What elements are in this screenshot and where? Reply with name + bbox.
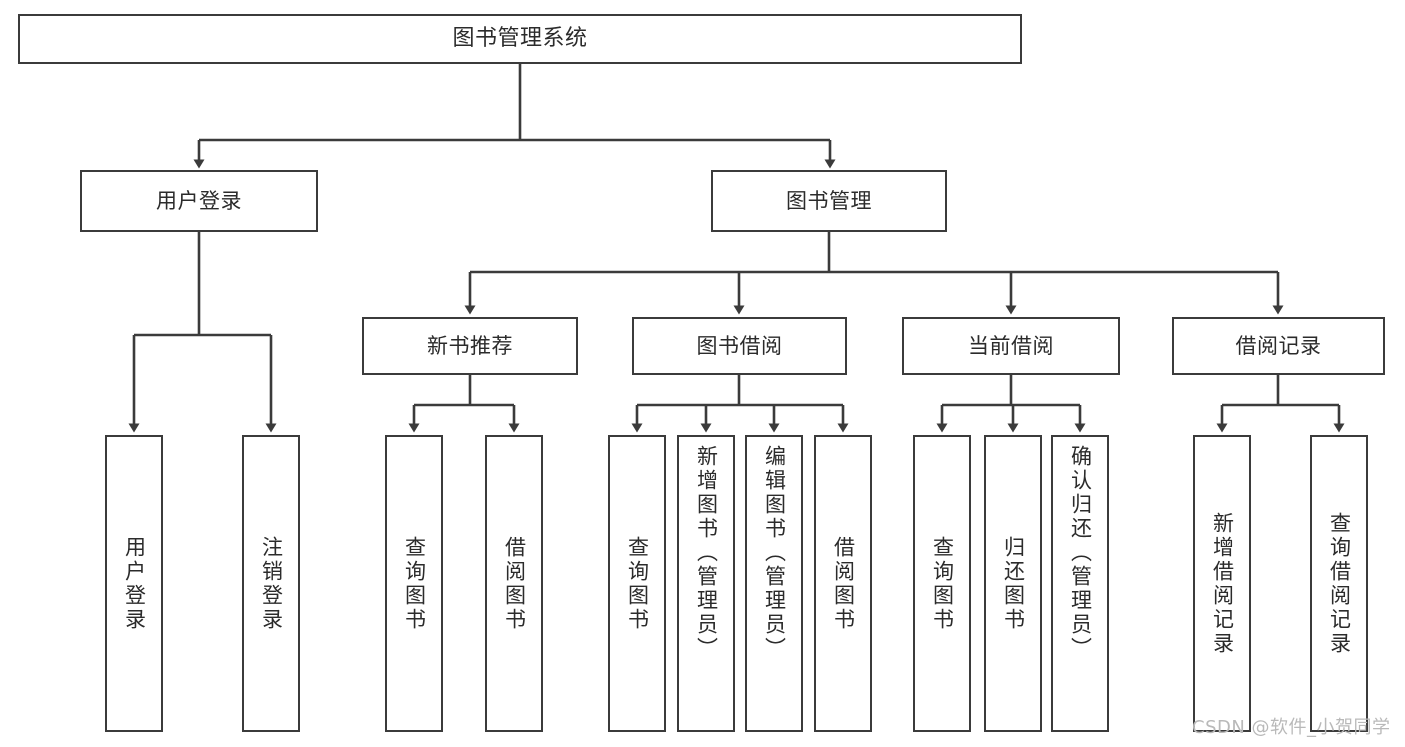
node-user-login[interactable]: 用户登录	[80, 170, 318, 232]
node-label: 确认归还（管理员）	[1068, 445, 1093, 661]
node-label: 新增借阅记录	[1210, 511, 1235, 656]
node-label: 查询图书	[402, 535, 427, 632]
leaf-query-borrow-record[interactable]: 查询借阅记录	[1310, 435, 1368, 732]
node-label: 图书管理系统	[452, 26, 588, 52]
node-label: 当前借阅	[968, 333, 1054, 358]
node-label: 查询图书	[930, 535, 955, 632]
node-label: 借阅记录	[1235, 333, 1322, 358]
node-book-borrow[interactable]: 图书借阅	[632, 317, 847, 375]
leaf-logout-login[interactable]: 注销登录	[242, 435, 300, 732]
watermark-text: CSDN @软件_小贺同学	[1192, 717, 1391, 738]
node-label: 新书推荐	[427, 333, 513, 358]
node-label: 查询图书	[625, 535, 650, 632]
node-current-borrow[interactable]: 当前借阅	[902, 317, 1120, 375]
leaf-add-book-admin[interactable]: 新增图书（管理员）	[677, 435, 735, 732]
leaf-query-book-current[interactable]: 查询图书	[913, 435, 971, 732]
node-label: 图书管理	[786, 188, 872, 213]
node-label: 借阅图书	[831, 535, 856, 632]
leaf-return-book[interactable]: 归还图书	[984, 435, 1042, 732]
node-label: 用户登录	[156, 188, 242, 213]
leaf-add-borrow-record[interactable]: 新增借阅记录	[1193, 435, 1251, 732]
node-label: 查询借阅记录	[1327, 511, 1352, 656]
node-label: 借阅图书	[502, 535, 527, 632]
node-label: 编辑图书（管理员）	[762, 445, 787, 661]
node-label: 图书借阅	[696, 333, 783, 358]
leaf-query-book-recommend[interactable]: 查询图书	[385, 435, 443, 732]
node-borrow-record[interactable]: 借阅记录	[1172, 317, 1385, 375]
node-label: 新增图书（管理员）	[694, 445, 719, 661]
leaf-borrow-book[interactable]: 借阅图书	[814, 435, 872, 732]
node-label: 归还图书	[1001, 535, 1026, 632]
leaf-edit-book-admin[interactable]: 编辑图书（管理员）	[745, 435, 803, 732]
leaf-query-book-borrow[interactable]: 查询图书	[608, 435, 666, 732]
leaf-user-login[interactable]: 用户登录	[105, 435, 163, 732]
node-book-manage[interactable]: 图书管理	[711, 170, 947, 232]
leaf-borrow-book-recommend[interactable]: 借阅图书	[485, 435, 543, 732]
leaf-confirm-return-admin[interactable]: 确认归还（管理员）	[1051, 435, 1109, 732]
node-new-book-rec[interactable]: 新书推荐	[362, 317, 578, 375]
node-root-system[interactable]: 图书管理系统	[18, 14, 1022, 64]
node-label: 注销登录	[259, 535, 284, 632]
node-label: 用户登录	[122, 535, 147, 632]
